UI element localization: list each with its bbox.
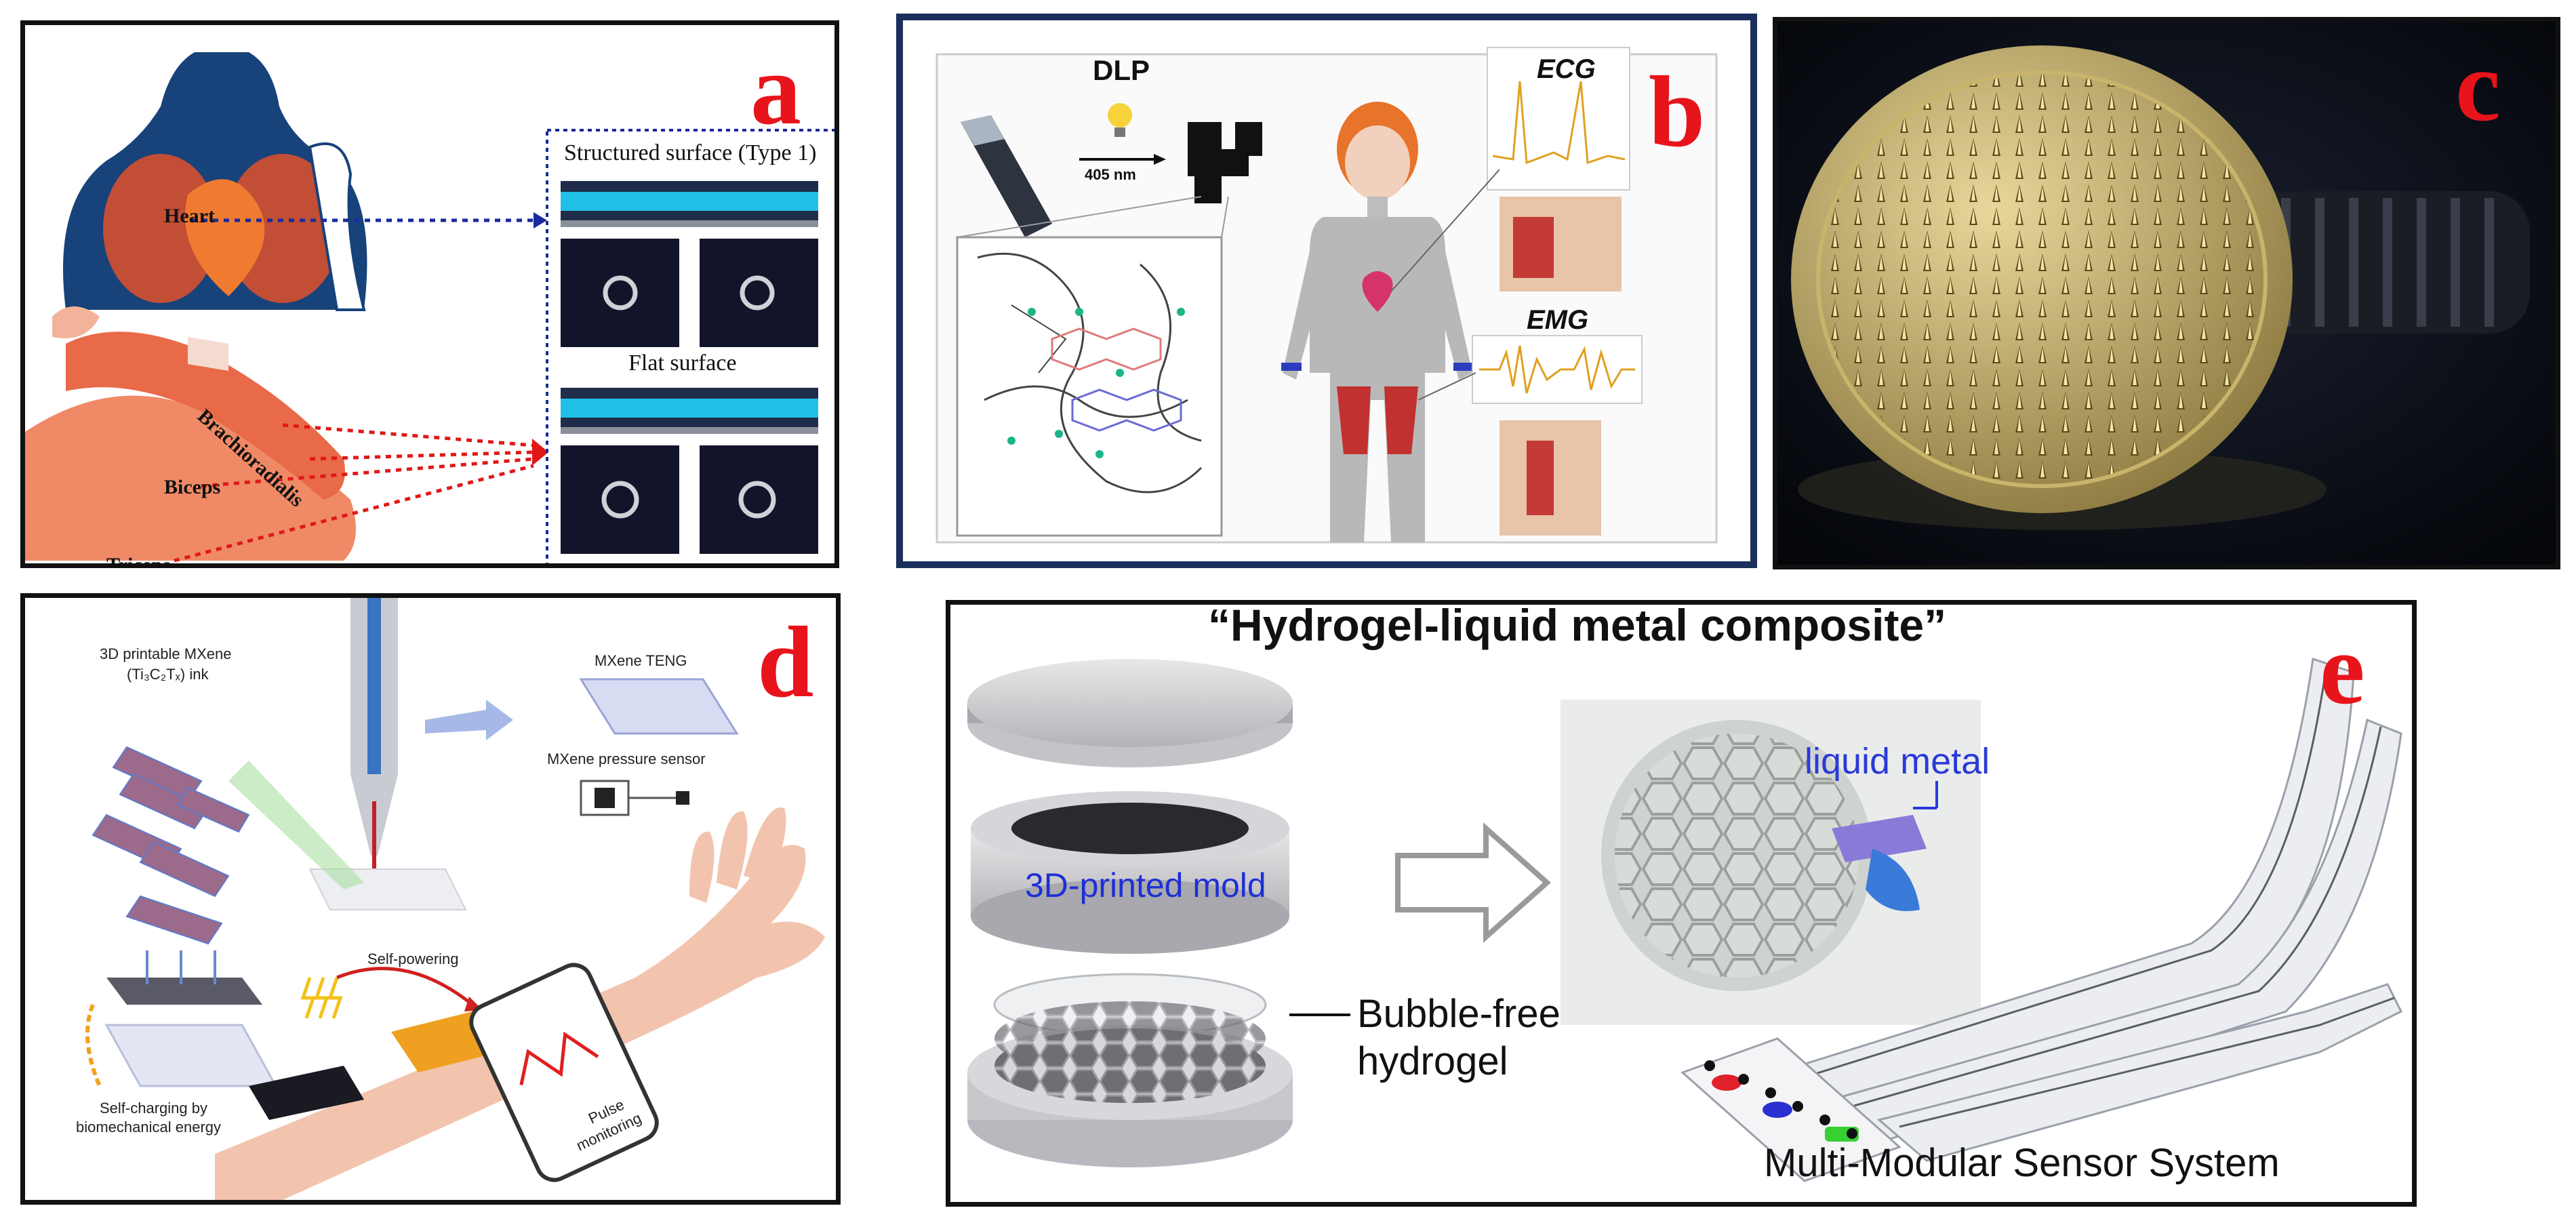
ecg-label: ECG <box>1537 54 1596 84</box>
panel-e-title: “Hydrogel-liquid metal composite” <box>1208 600 1947 650</box>
panel-e: “Hydrogel-liquid metal composite” 3D-pri… <box>946 600 2417 1207</box>
arm-muscle-shape <box>25 395 356 561</box>
panel-b-illustration <box>935 47 1718 544</box>
panel-e-letter: e <box>2320 613 2365 725</box>
panel-b-letter: b <box>1649 56 1706 168</box>
panel-a: Heart Brachioradialis Biceps Triceps Str… <box>20 20 839 568</box>
heart-shape <box>185 179 265 296</box>
panel-d-illustration <box>85 598 825 1200</box>
heart-label: Heart <box>164 205 215 227</box>
mold-label: 3D-printed mold <box>1025 866 1266 904</box>
pressure-sensor-label: MXene pressure sensor <box>547 750 706 767</box>
self-charging-label-1: Self-charging by <box>100 1100 207 1117</box>
hydrogel-label-1: Bubble-free <box>1357 992 1561 1036</box>
teng-label: MXene TENG <box>595 652 687 669</box>
mxene-ink-label-1: 3D printable MXene <box>100 645 232 662</box>
dlp-label: DLP <box>1093 54 1150 86</box>
triceps-label: Triceps <box>106 554 171 568</box>
panel-c-letter: c <box>2455 30 2501 142</box>
emg-label: EMG <box>1527 305 1589 335</box>
flat-surface-label: Flat surface <box>628 350 737 376</box>
panel-b: DLP 405 nm ECG EMG b <box>896 14 1757 568</box>
panel-c: c <box>1773 17 2560 569</box>
liquid-metal-label: liquid metal <box>1805 741 1990 782</box>
wavelength-label: 405 nm <box>1085 166 1136 183</box>
hydrogel-label-2: hydrogel <box>1357 1039 1508 1083</box>
self-charging-label-2: biomechanical energy <box>76 1119 222 1136</box>
self-powering-label: Self-powering <box>367 950 459 967</box>
panel-e-illustration <box>967 658 2403 1182</box>
structured-surface-label: Structured surface (Type 1) <box>564 140 817 165</box>
panel-a-letter: a <box>750 33 801 146</box>
mxene-ink-label-2: (Ti₃C₂Tₓ) ink <box>127 666 209 683</box>
sensor-system-label: Multi-Modular Sensor System <box>1764 1141 2280 1185</box>
panel-a-illustration <box>25 52 834 563</box>
biceps-label: Biceps <box>164 476 221 498</box>
panel-d: 3D printable MXene (Ti₃C₂Tₓ) ink MXene T… <box>20 593 841 1205</box>
panel-d-letter: d <box>757 606 814 719</box>
panel-c-illustration <box>1777 22 2556 565</box>
